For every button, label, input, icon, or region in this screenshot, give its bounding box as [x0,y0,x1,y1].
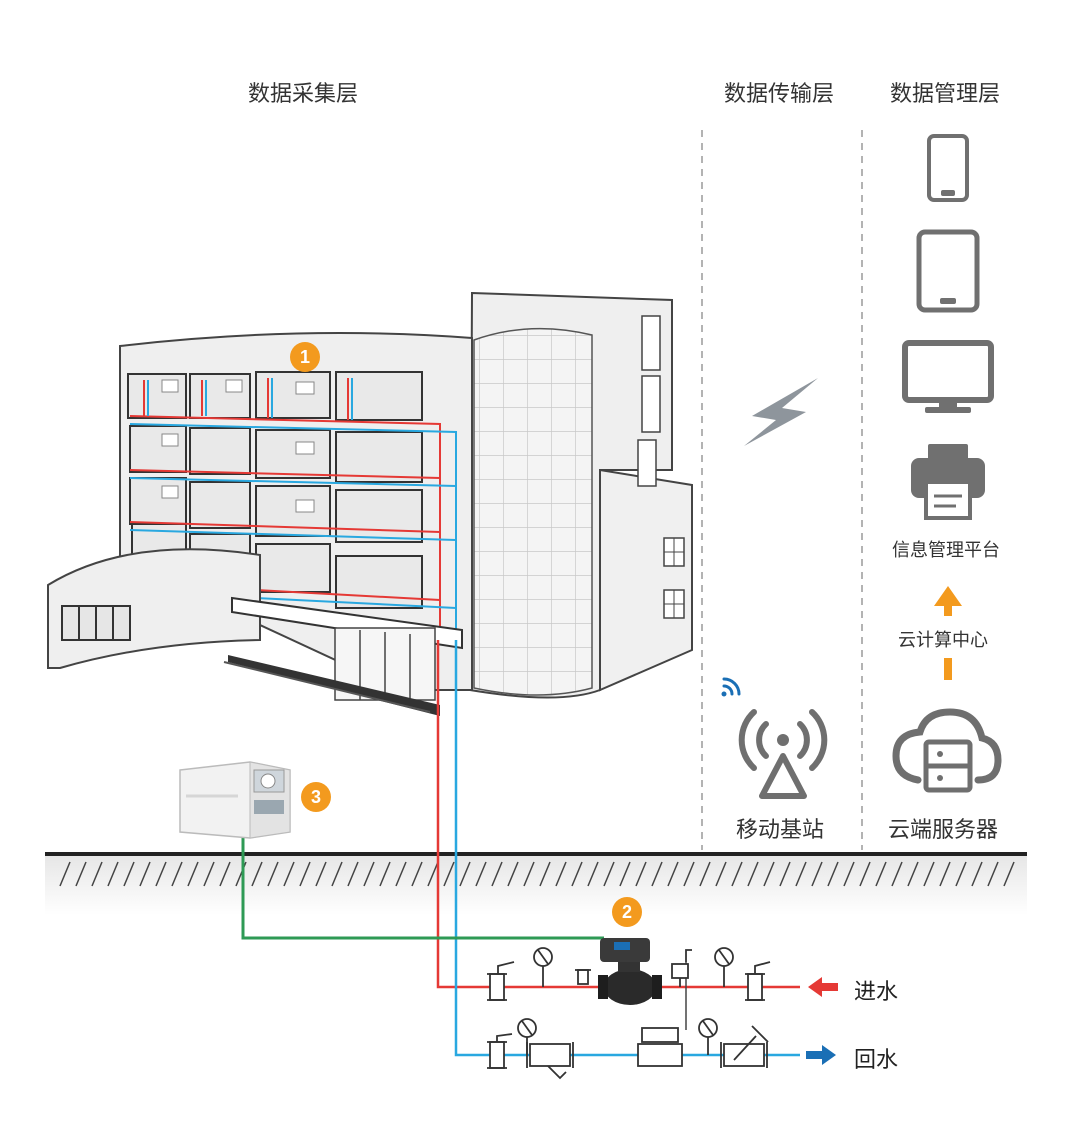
label-return: 回水 [854,1048,899,1073]
building [47,291,693,716]
cloud-server-icon [892,708,1002,793]
inlet-arrow-icon [808,977,838,997]
hatch-mark [459,861,471,887]
hatch-mark [923,861,935,887]
hatch-mark [491,861,503,887]
hatch-mark [347,861,359,887]
return-components [487,1018,769,1080]
hatch-mark [571,861,583,887]
hatch-mark [843,861,855,887]
label-inlet: 进水 [854,980,899,1005]
hatch-mark [1003,861,1015,887]
hatch-mark [795,861,807,887]
hatch-mark [603,861,615,887]
hatch-mark [187,861,199,887]
hatch-mark [75,861,87,887]
hatch-mark [379,861,391,887]
hatch-mark [859,861,871,887]
hatch-mark [971,861,983,887]
hatch-mark [251,861,263,887]
hatch-mark [555,861,567,887]
pipe-network [241,640,800,1057]
antenna-icon [738,709,828,799]
hatch-mark [987,861,999,887]
hatch-mark [427,861,439,887]
hatch-mark [411,861,423,887]
hatch-mark [827,861,839,887]
monitor-icon [902,340,994,413]
hatch-mark [747,861,759,887]
hatch-mark [731,861,743,887]
layer-title-transmission: 数据传输层 [724,82,835,107]
label-cloud-server: 云端服务器 [888,818,999,843]
hatch-mark [939,861,951,887]
label-cloud-compute: 云计算中心 [898,630,988,651]
ground-hatch [59,861,1015,887]
hatch-mark [507,861,519,887]
hatch-mark [363,861,375,887]
label-base-station: 移动基站 [736,818,825,843]
hatch-mark [315,861,327,887]
hatch-mark [219,861,231,887]
facade-pipes [129,378,457,640]
hatch-mark [587,861,599,887]
label-info-platform: 信息管理平台 [892,540,1000,561]
hatch-mark [155,861,167,887]
tablet-icon [916,229,980,313]
hatch-mark [283,861,295,887]
hatch-mark [91,861,103,887]
hatch-mark [107,861,119,887]
hatch-mark [123,861,135,887]
hatch-mark [443,861,455,887]
hatch-mark [779,861,791,887]
hatch-mark [539,861,551,887]
hatch-mark [523,861,535,887]
return-riser [454,640,800,1057]
return-arrow-icon [806,1045,836,1065]
phone-icon [927,134,969,202]
hatch-mark [715,861,727,887]
control-cabinet-icon [179,761,291,839]
badge-two: 2 [612,897,642,927]
hatch-mark [139,861,151,887]
hatch-mark [955,861,967,887]
hatch-mark [267,861,279,887]
hatch-mark [619,861,631,887]
hatch-mark [683,861,695,887]
hatch-mark [651,861,663,887]
hatch-mark [395,861,407,887]
lightning-icon [744,378,818,446]
hatch-mark [171,861,183,887]
printer-icon [911,444,985,520]
hatch-mark [667,861,679,887]
badge-one: 1 [290,342,320,372]
hatch-mark [635,861,647,887]
hatch-mark [475,861,487,887]
hatch-mark [203,861,215,887]
wifi-icon [721,677,741,697]
hatch-mark [811,861,823,887]
hatch-mark [331,861,343,887]
hatch-mark [763,861,775,887]
layer-title-collection: 数据采集层 [248,82,359,107]
signal-line [241,832,604,940]
supply-components [487,947,771,1001]
hatch-mark [299,861,311,887]
layer-title-management: 数据管理层 [890,82,1001,107]
hatch-mark [59,861,71,887]
up-arrow-icon [934,586,962,680]
hatch-mark [699,861,711,887]
hatch-mark [907,861,919,887]
ground-fill [45,855,1027,915]
hatch-mark [875,861,887,887]
badge-three: 3 [301,782,331,812]
electric-valve-icon [598,938,662,1005]
hatch-mark [891,861,903,887]
